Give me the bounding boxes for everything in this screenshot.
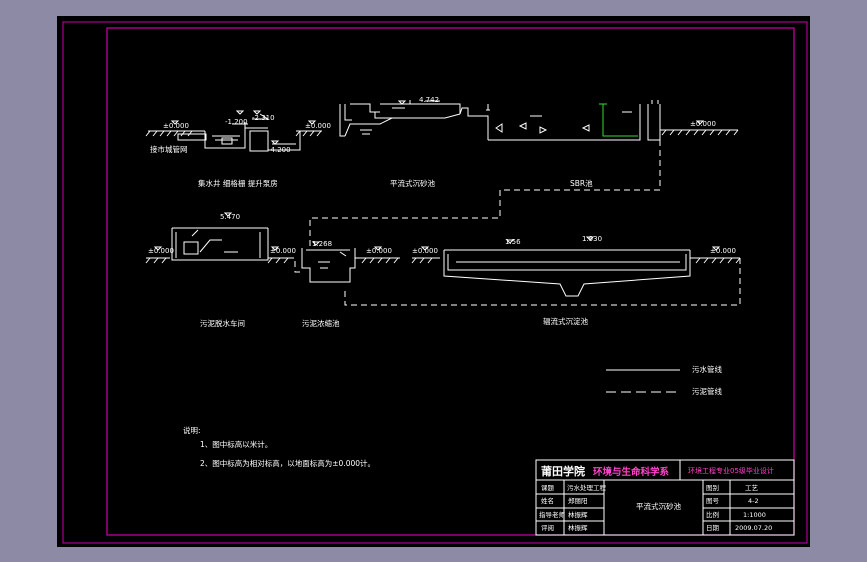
tb-drawing-title: 平流式沉砂池 [636,501,681,511]
tb-value-date: 2009.07.20 [735,524,772,532]
elev-dewater-right: ±0.000 [270,247,296,255]
elev-radial-top2: 1.930 [582,235,602,243]
elev-radial-left: ±0.000 [412,247,438,255]
legend-solid-label: 污水管线 [692,364,722,374]
elev-dewater-left: ±0.000 [148,247,174,255]
label-inlet-well: 接市城管网 [150,144,188,154]
tb-label-date: 日期 [706,524,720,532]
elev-pump-bottom: -4.200 [268,146,291,154]
unit-labels: 接市城管网 集水井 细格栅 提升泵房 平流式沉砂池 SBR池 污泥脱水车间 污泥… [150,144,722,396]
tb-label-drawing-no: 图别 [706,483,719,492]
tb-label-scale: 比例 [706,510,719,519]
notes-title: 说明: [183,425,201,435]
label-dewater-room: 污泥脱水车间 [200,318,245,328]
tb-value-drawing-no: 工艺 [745,484,759,492]
title-block: 莆田学院 环境与生命科学系 环境工程专业05级毕业设计 课题 污水处理工程 姓名… [535,459,795,536]
label-sludge-thickener: 污泥浓缩池 [302,318,340,328]
tb-value-name: 郑丽阳 [568,496,588,505]
tb-value-sheet: 4-2 [748,497,759,505]
tb-value-review: 林振辉 [568,523,588,532]
label-sbr: SBR池 [570,178,593,188]
tb-label-advisor: 指导老师 [539,510,566,519]
elevation-labels: ±0.000 -1.200 -2.310 -4.200 ±0.000 4.742… [148,96,736,255]
label-collect-screen-pump: 集水井 细格栅 提升泵房 [198,178,278,188]
sludge-thickener-section [301,248,400,283]
tb-value-scale: 1:1000 [743,511,766,519]
elev-sed-top: 4.742 [419,96,439,104]
notes-line1: 1、图中标高以米计。 [200,439,272,449]
tb-department: 环境与生命科学系 [593,466,670,478]
pump-station-section [145,113,322,152]
label-horizontal-sed: 平流式沉砂池 [390,178,435,188]
notes-line2: 2、图中标高为相对标高，以地面标高为±0.000计。 [200,458,375,468]
elev-thick-top: 1.268 [312,240,332,248]
tb-label-sheet: 图号 [706,497,720,505]
tb-label-name: 姓名 [541,496,554,505]
legend-dashed-label: 污泥管线 [692,386,722,396]
elevation-markers [153,100,721,251]
tb-value-advisor: 林振辉 [568,510,588,519]
notes: 说明: 1、图中标高以米计。 2、图中标高为相对标高，以地面标高为±0.000计… [183,425,375,468]
elev-sbr-right: ±0.000 [690,120,716,128]
sludge-pipelines [268,140,741,306]
tb-label-review: 评阅 [541,524,554,532]
tb-value-subject: 污水处理工程 [567,483,607,492]
label-radial-sed: 辐流式沉淀池 [543,316,588,326]
sbr-green-decanter [599,103,638,137]
tb-project: 环境工程专业05级毕业设计 [688,466,774,475]
dewater-room-section [145,227,290,264]
elev-radial-right: ±0.000 [710,247,736,255]
elev-thick-right: ±0.000 [366,247,392,255]
sbr-tank-section [459,100,739,141]
grit-chamber-section [339,100,461,137]
elev-pump-right: ±0.000 [305,122,331,130]
elev-radial-top1: 1.56 [505,238,521,246]
radial-clarifier-section [411,249,741,297]
elev-inlet: ±0.000 [163,122,189,130]
elev-screen-top: -1.200 [225,118,248,126]
inner-frame [106,27,795,536]
tb-school: 莆田学院 [541,464,585,478]
outer-frame [62,21,808,544]
legend-lines [606,369,680,393]
elev-screen-bottom: -2.310 [252,114,275,122]
tb-label-subject: 课题 [541,483,555,492]
process-drawing [145,100,741,393]
elev-dewater-top: 5.470 [220,213,240,221]
